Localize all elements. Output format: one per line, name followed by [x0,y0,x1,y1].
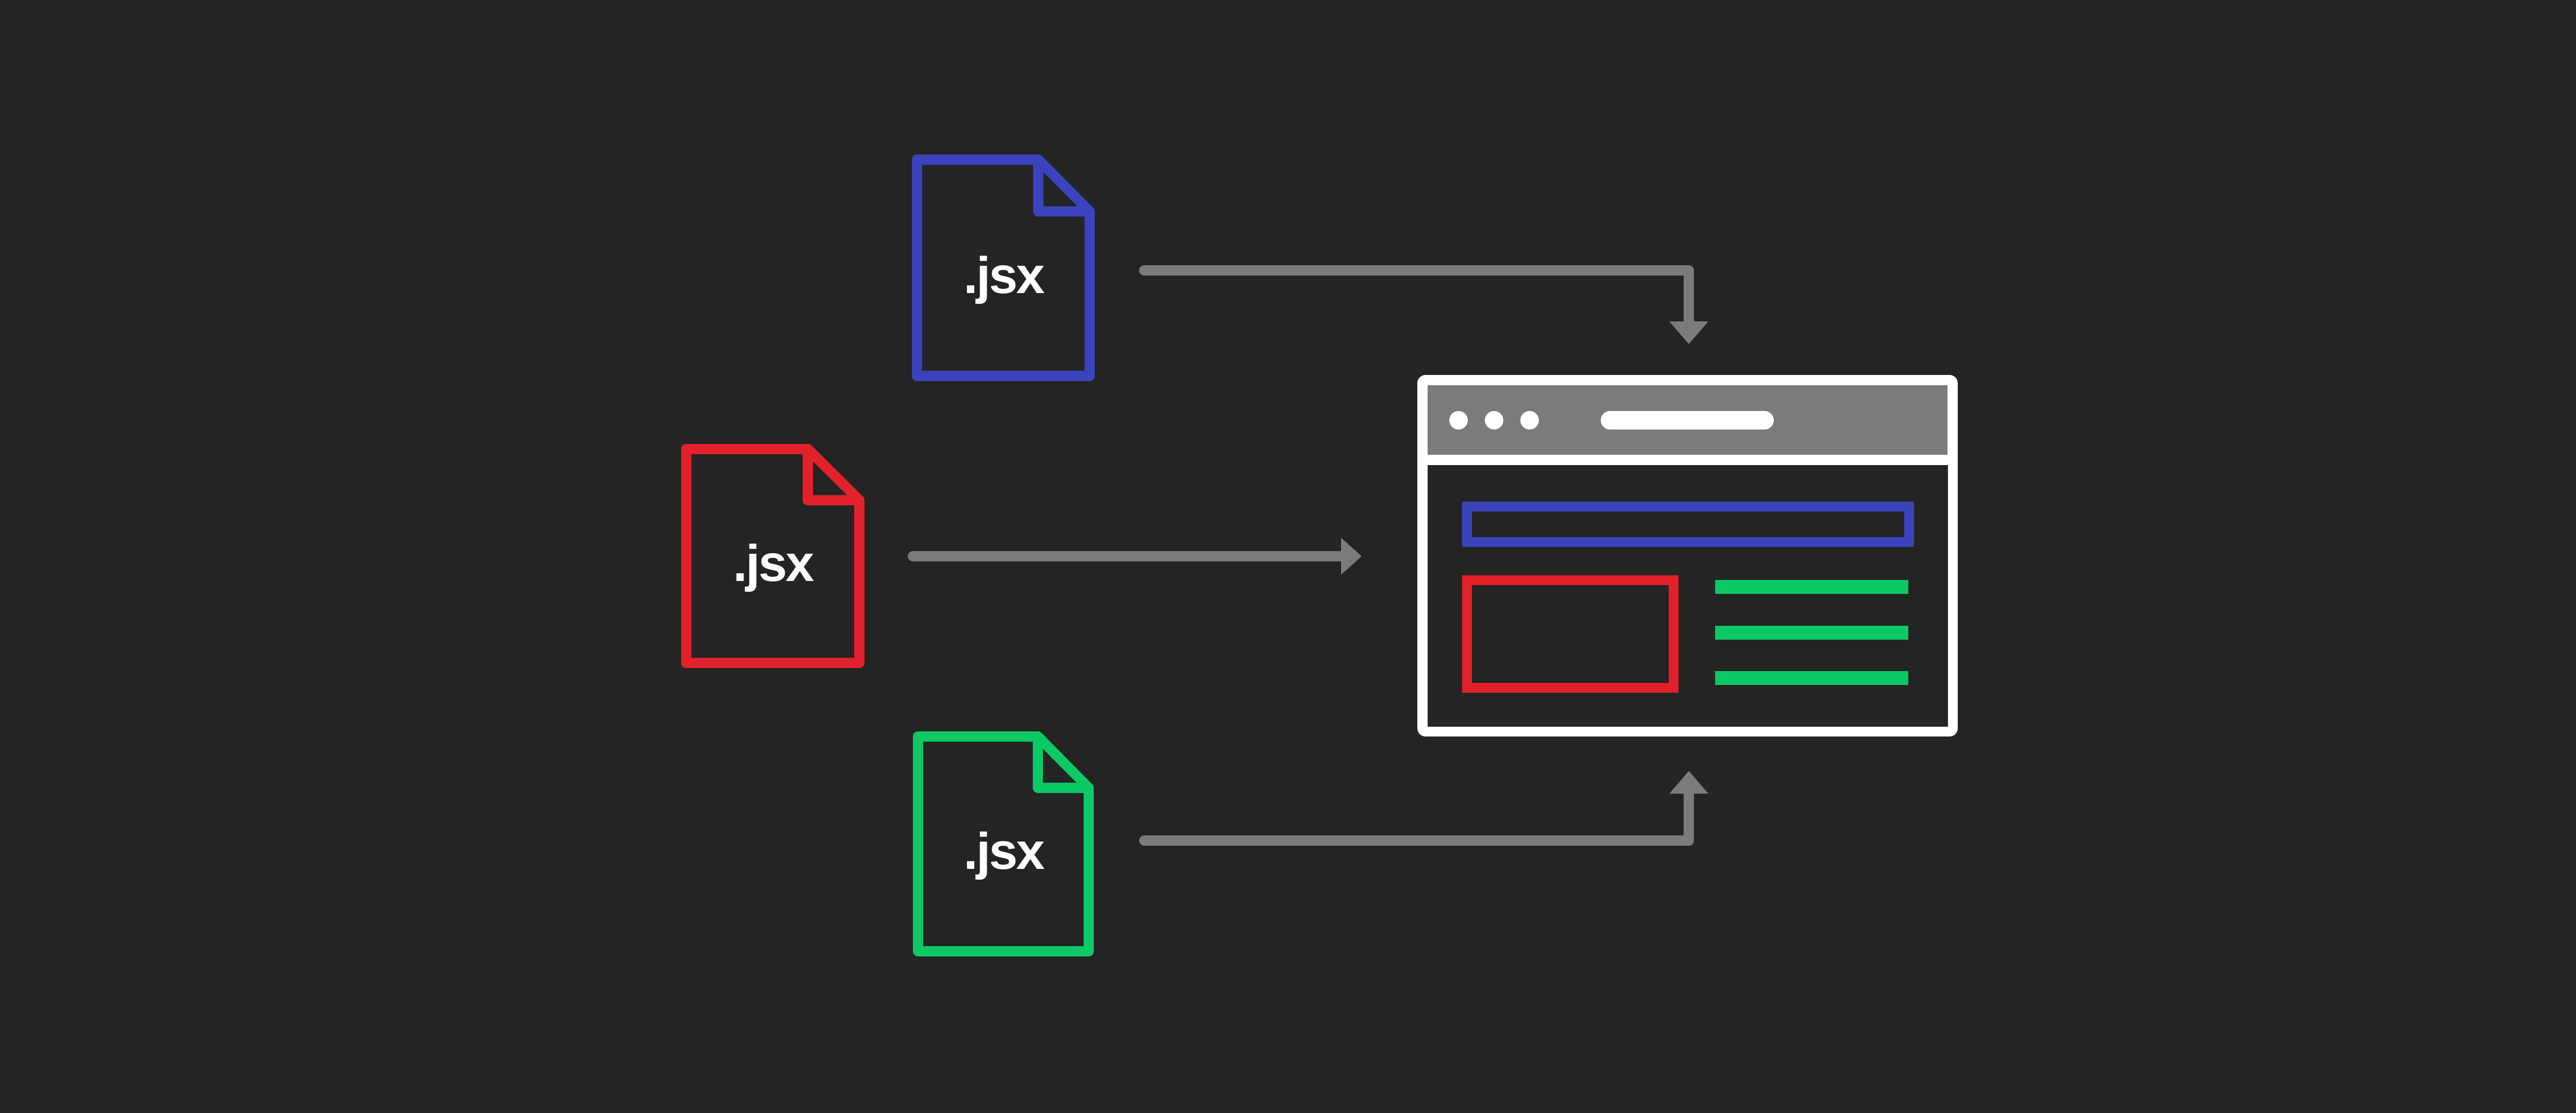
jsx-file-green: .jsx [913,731,1094,956]
skeleton-text-line-green [1715,626,1908,640]
address-bar-pill-icon [1601,411,1774,430]
file-document-icon [913,731,1094,956]
skeleton-image-outline-red [1462,575,1679,693]
arrow-middle-icon [908,538,1362,575]
window-dot-icon [1520,411,1539,430]
skeleton-text-line-green [1715,580,1908,594]
file-document-icon [681,444,865,668]
browser-titlebar [1428,385,1947,455]
browser-content [1428,465,1948,727]
jsx-file-red: .jsx [681,444,865,668]
file-label: .jsx [963,246,1045,304]
skeleton-nav-outline-blue [1462,502,1914,547]
file-document-icon [912,155,1095,381]
arrow-bottom-icon [1139,771,1708,846]
file-label: .jsx [963,823,1045,880]
arrow-top-icon [1139,265,1708,344]
window-dot-icon [1485,411,1503,430]
window-dot-icon [1449,411,1468,430]
jsx-file-blue: .jsx [912,155,1095,381]
file-label: .jsx [733,535,815,592]
skeleton-text-line-green [1715,671,1908,685]
browser-window [1417,375,1958,737]
